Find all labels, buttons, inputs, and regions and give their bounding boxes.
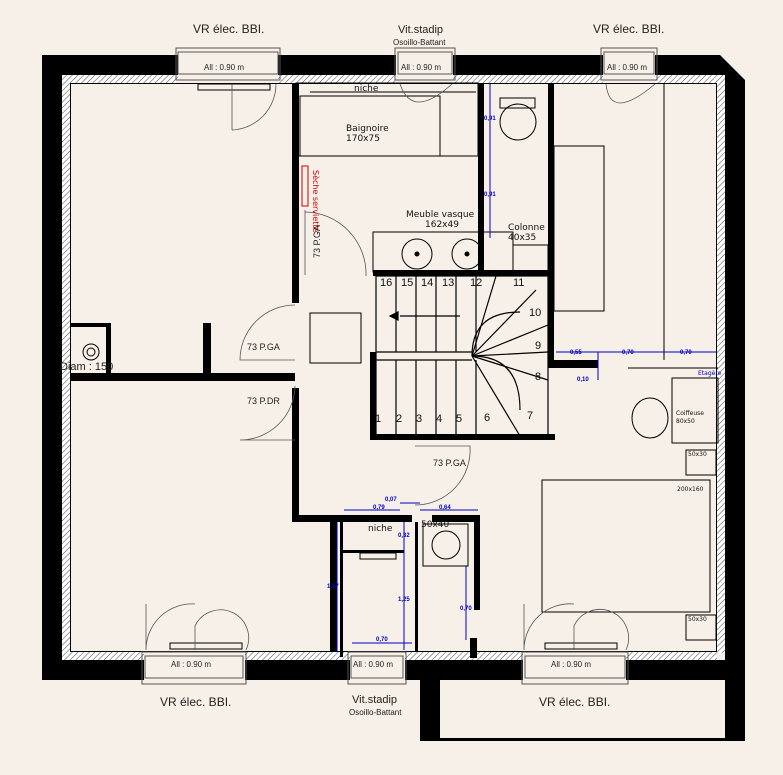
door-swings bbox=[145, 83, 656, 651]
dim-b3: 0,64 bbox=[439, 505, 451, 511]
window-label-bottom-left: VR élec. BBI. bbox=[160, 695, 232, 709]
window-size-top-left: All : 0.90 m bbox=[204, 63, 245, 72]
colonne-label: Colonne bbox=[508, 223, 545, 233]
stair-12: 12 bbox=[470, 277, 483, 289]
coiffeuse-label: Coiffeuse bbox=[676, 410, 704, 417]
dim-r4: 0,10 bbox=[577, 377, 589, 383]
stair-15: 15 bbox=[401, 277, 414, 289]
door-label-2: 73 P.GA bbox=[247, 342, 280, 352]
window-size-bottom-center: All : 0.90 m bbox=[353, 660, 394, 669]
window-size-bottom-right: All : 0.90 m bbox=[551, 660, 592, 669]
stair-3: 3 bbox=[416, 413, 423, 425]
stair-16: 16 bbox=[380, 277, 393, 289]
wall-top-mid1 bbox=[278, 55, 396, 75]
stair-6: 6 bbox=[484, 412, 491, 424]
window-sub-bottom-center: Osoillo-Battant bbox=[349, 708, 402, 717]
dim-b4: 0,32 bbox=[398, 533, 410, 539]
stair-7: 7 bbox=[527, 410, 534, 422]
staircase bbox=[375, 275, 549, 437]
door-label-4: 73 P.GA bbox=[433, 458, 466, 468]
niche-bottom-label: niche bbox=[368, 524, 393, 534]
window-size-top-center: All : 0.90 m bbox=[401, 63, 442, 72]
dim-b7: 0,70 bbox=[376, 637, 388, 643]
dim-b2: 0,79 bbox=[373, 505, 385, 511]
wall-annex-bottom bbox=[420, 738, 745, 741]
dimension-lines bbox=[336, 84, 716, 652]
niche-top-label: niche bbox=[354, 84, 379, 94]
wall-bottom-3 bbox=[405, 660, 523, 680]
window-label-bottom-right: VR élec. BBI. bbox=[539, 695, 611, 709]
dim-b1: 0,07 bbox=[385, 497, 397, 503]
door-label-3: 73 P.DR bbox=[247, 396, 280, 406]
stair-2: 2 bbox=[396, 413, 403, 425]
sink-bottom-label: 50x40 bbox=[421, 520, 450, 530]
bathroom-fixtures bbox=[82, 82, 719, 641]
seche-serviette-label: Sèche serviette bbox=[311, 170, 320, 233]
dim-b5: 1,57 bbox=[327, 584, 339, 590]
bed-label: 200x160 bbox=[677, 486, 704, 493]
colonne-size: 40x35 bbox=[508, 233, 537, 243]
wall-left bbox=[42, 55, 62, 680]
stair-9: 9 bbox=[535, 340, 542, 352]
box-b-label: 50x30 bbox=[688, 616, 707, 623]
dim-b8: 0,70 bbox=[460, 606, 472, 612]
baignoire-size: 170x75 bbox=[346, 134, 380, 144]
stair-10: 10 bbox=[529, 307, 542, 319]
stair-11: 11 bbox=[513, 277, 525, 289]
window-size-top-right: All : 0.90 m bbox=[607, 63, 648, 72]
meuble-vasque-label: Meuble vasque bbox=[406, 210, 475, 220]
stair-14: 14 bbox=[421, 277, 434, 289]
wall-top-mid2 bbox=[453, 55, 603, 75]
stair-5: 5 bbox=[456, 413, 463, 425]
wall-bottom-1 bbox=[42, 660, 144, 680]
dim-r2: 0,70 bbox=[622, 350, 634, 356]
dim-r3: 0,70 bbox=[680, 350, 692, 356]
coiffeuse-size: 80x50 bbox=[676, 418, 695, 425]
stair-4: 4 bbox=[436, 413, 443, 425]
window-label-top-left: VR élec. BBI. bbox=[193, 22, 265, 36]
wall-bottom-2 bbox=[245, 660, 350, 680]
exterior-walls bbox=[42, 55, 745, 741]
wall-annex-left bbox=[420, 678, 440, 740]
window-label-bottom-center: Vit.stadip bbox=[352, 694, 398, 706]
wall-bottom-4 bbox=[626, 660, 745, 680]
window-sub-top-center: Osoillo-Battant bbox=[393, 38, 446, 47]
window-frames bbox=[141, 47, 658, 685]
stair-1: 1 bbox=[375, 413, 382, 425]
diam-label: Diam : 150 bbox=[60, 361, 114, 373]
meuble-vasque-size: 162x49 bbox=[425, 220, 459, 230]
dim-r1: 0,55 bbox=[570, 350, 582, 356]
radiators bbox=[169, 83, 618, 650]
box-a-label: 50x30 bbox=[688, 451, 707, 458]
dim-wc-h2: 0,91 bbox=[484, 192, 496, 198]
stair-8: 8 bbox=[535, 371, 542, 383]
window-label-top-right: VR élec. BBI. bbox=[593, 22, 665, 36]
door-label-1: 73 P.GA bbox=[312, 225, 322, 258]
dim-wc-h1: 0,91 bbox=[484, 116, 496, 122]
window-label-top-center: Vit.stadip bbox=[398, 24, 444, 36]
dim-b6: 1,25 bbox=[398, 597, 410, 603]
wall-top-right bbox=[655, 55, 745, 740]
baignoire-label: Baignoire bbox=[346, 124, 389, 134]
etagere-label: Etagère bbox=[698, 370, 722, 377]
insulation bbox=[62, 75, 725, 660]
interior-walls bbox=[70, 83, 598, 658]
stair-13: 13 bbox=[442, 277, 455, 289]
window-size-bottom-left: All : 0.90 m bbox=[171, 660, 212, 669]
